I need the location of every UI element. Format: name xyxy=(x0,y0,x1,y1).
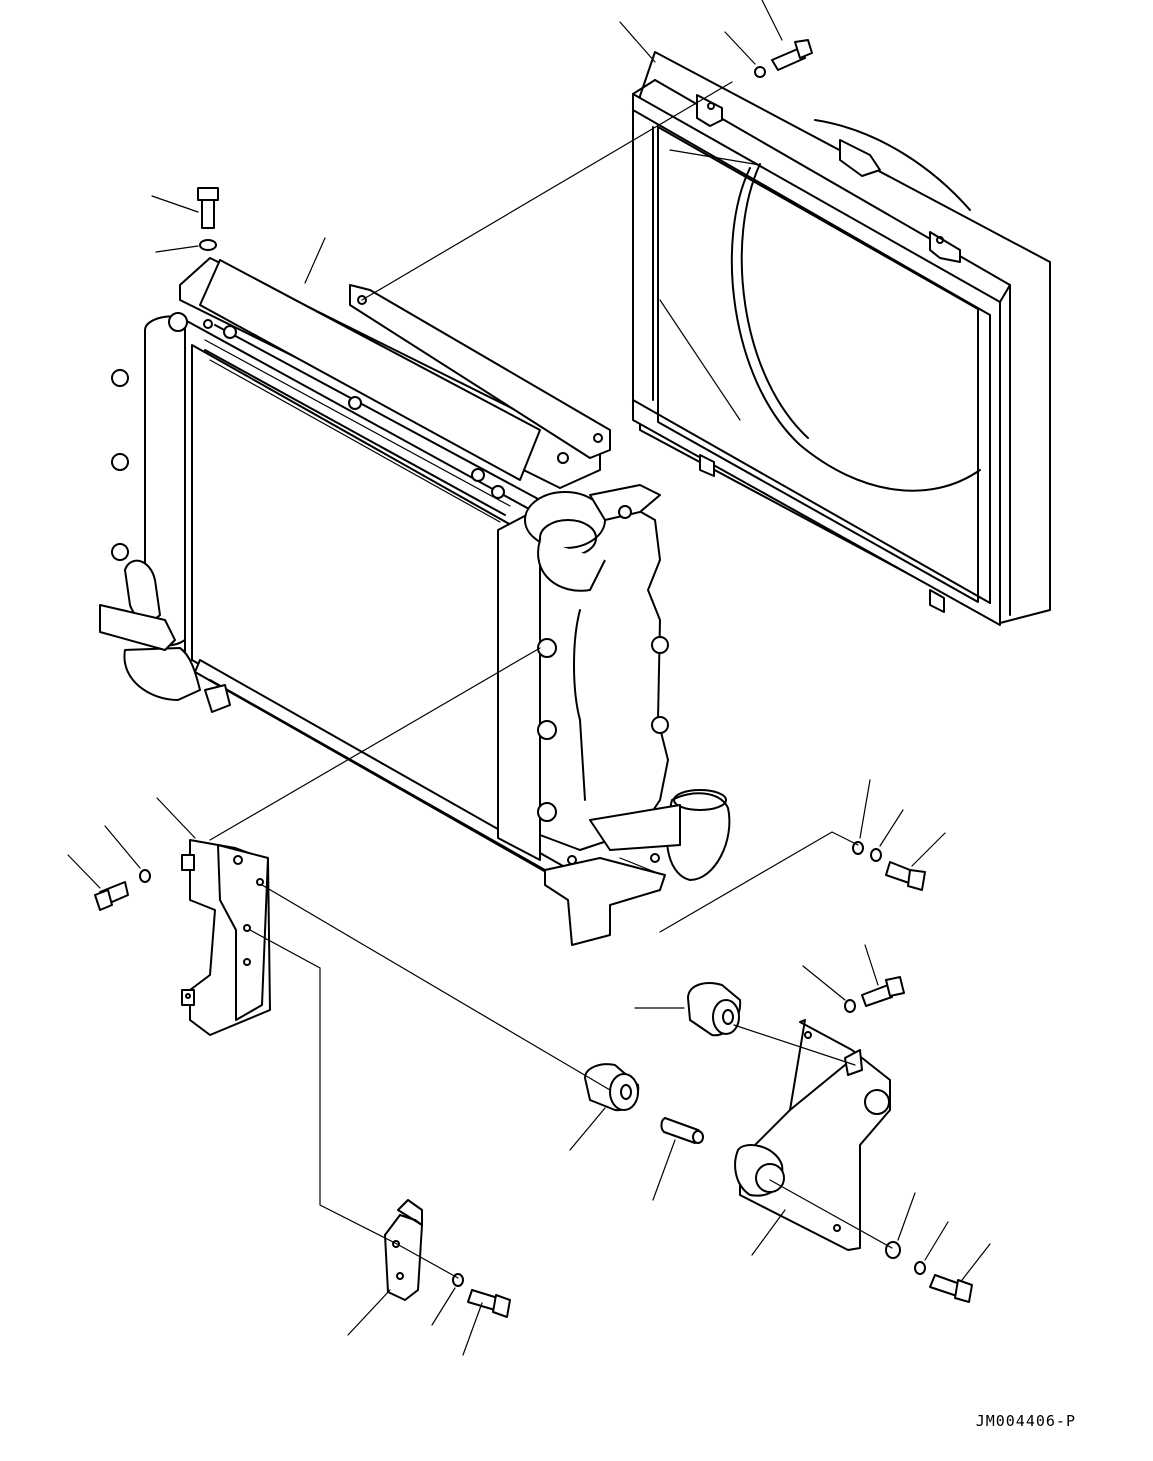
fan-shroud xyxy=(632,51,1051,626)
bolt-mid-right xyxy=(852,841,926,891)
bolt-bracket-top xyxy=(844,976,905,1013)
drawing-code: JM004406-P xyxy=(975,1412,1076,1430)
left-mount-bracket xyxy=(181,839,271,1036)
leader-lines xyxy=(67,0,991,1356)
rubber-mount-upper xyxy=(687,982,742,1037)
right-support-bracket xyxy=(734,1019,891,1251)
bolt-small-bracket xyxy=(452,1273,511,1318)
bolt-top-right xyxy=(754,39,813,78)
bolt-top-left xyxy=(197,187,219,251)
bolt-bracket-bottom xyxy=(885,1241,973,1303)
radiator-core xyxy=(99,257,611,881)
charge-air-cooler xyxy=(491,452,731,881)
rubber-mount-lower xyxy=(584,1063,640,1112)
small-bracket xyxy=(384,1199,423,1301)
collar xyxy=(660,1117,704,1144)
lower-bracket xyxy=(544,853,666,946)
bolt-left-bracket xyxy=(94,869,151,911)
